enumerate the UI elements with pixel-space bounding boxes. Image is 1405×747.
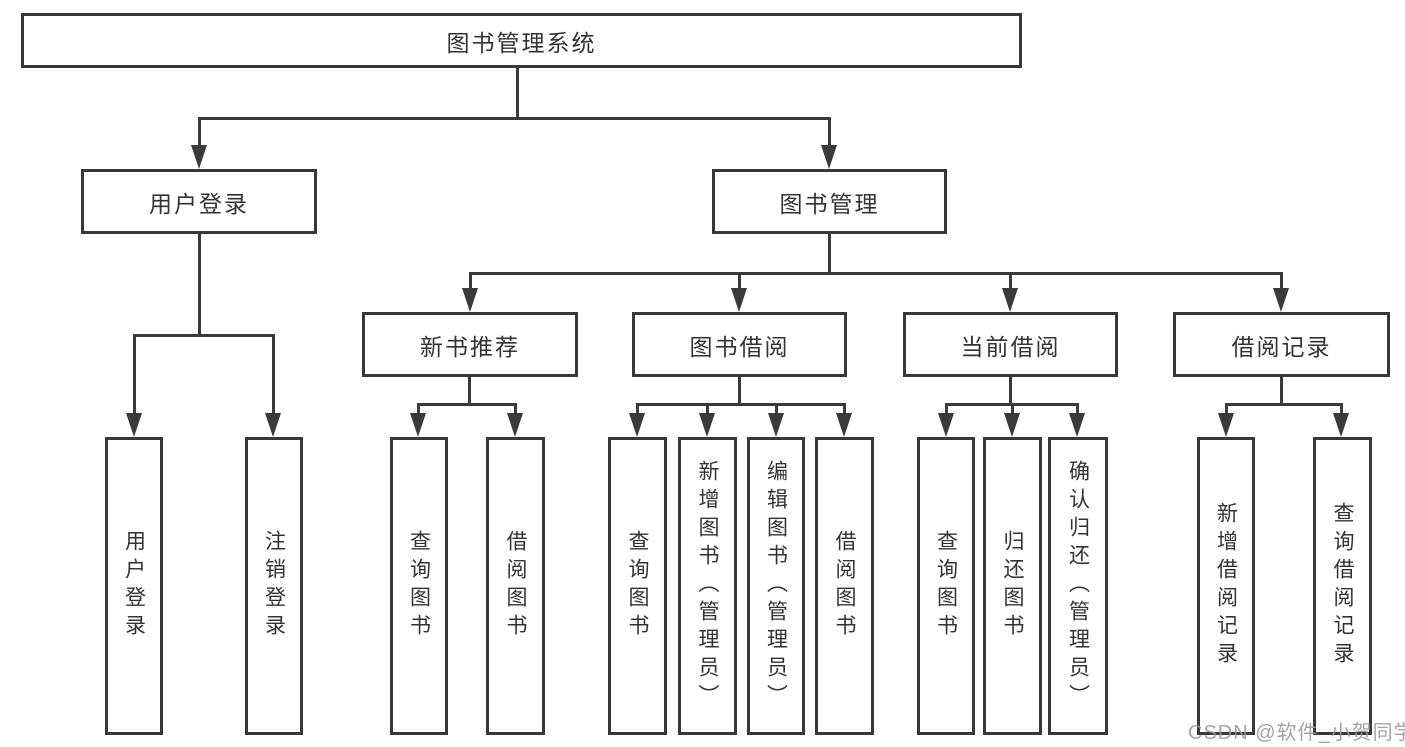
leaf-nb-borrow-books: 借阅图书	[486, 437, 545, 735]
arrowhead-icon	[126, 413, 142, 437]
arrowhead-icon	[410, 413, 426, 437]
arrowhead-icon	[1069, 413, 1085, 437]
leaf-nb-query-books-label: 查询图书	[407, 530, 431, 642]
arrowhead-icon	[836, 413, 852, 437]
leaf-bb-query-books: 查询图书	[608, 437, 667, 735]
connector-stem	[945, 403, 948, 415]
node-borrowing-records-label: 借阅记录	[1231, 333, 1332, 360]
connector-groupA-trunk	[468, 377, 471, 406]
arrowhead-icon	[462, 288, 478, 312]
node-root: 图书管理系统	[21, 13, 1022, 68]
arrowhead-icon	[507, 413, 523, 437]
arrowhead-icon	[1273, 288, 1289, 312]
arrowhead-icon	[768, 413, 784, 437]
leaf-cb-query-books-label: 查询图书	[934, 530, 958, 642]
node-book-management-label: 图书管理	[779, 190, 880, 217]
arrowhead-icon	[731, 288, 747, 312]
connector-groupA-rail	[418, 403, 517, 406]
connector-stem	[469, 272, 472, 290]
connector-groupC-trunk	[1009, 377, 1012, 406]
node-current-borrowing-label: 当前借阅	[960, 333, 1061, 360]
node-book-management: 图书管理	[712, 169, 947, 234]
connector-groupB-rail	[636, 403, 845, 406]
leaf-br-query-record-label: 查询借阅记录	[1331, 502, 1354, 670]
arrowhead-icon	[1218, 413, 1234, 437]
connector-stem	[738, 272, 741, 290]
connector-stem	[198, 117, 201, 147]
leaf-br-add-record: 新增借阅记录	[1197, 437, 1255, 735]
arrowhead-icon	[1002, 288, 1018, 312]
connector-stem	[1011, 403, 1014, 415]
leaf-cb-query-books: 查询图书	[917, 437, 975, 735]
leaf-bb-borrow-books-label: 借阅图书	[833, 530, 856, 642]
connector-stem	[417, 403, 420, 415]
leaf-cb-confirm-return-admin-label: 确认归还（管理员）	[1066, 460, 1090, 712]
leaf-bb-query-books-label: 查询图书	[626, 530, 649, 642]
connector-stem	[1340, 403, 1343, 415]
node-current-borrowing: 当前借阅	[903, 312, 1118, 377]
leaf-user-login-label: 用户登录	[122, 530, 146, 642]
connector-bookmgmt-trunk	[828, 234, 831, 275]
node-book-borrowing-label: 图书借阅	[689, 333, 790, 360]
leaf-br-query-record: 查询借阅记录	[1313, 437, 1372, 735]
leaf-logout: 注销登录	[245, 437, 303, 735]
arrowhead-icon	[1333, 413, 1349, 437]
node-user-login: 用户登录	[81, 169, 317, 234]
connector-stem	[1280, 272, 1283, 290]
leaf-bb-add-books-admin-label: 新增图书（管理员）	[696, 460, 719, 712]
csdn-watermark: CSDN @软件_小贺同学	[1188, 722, 1405, 744]
connector-stem	[843, 403, 846, 415]
connector-root-trunk	[516, 66, 519, 119]
connector-stem	[775, 403, 778, 415]
connector-stem	[636, 403, 639, 415]
arrowhead-icon	[938, 413, 954, 437]
arrowhead-icon	[191, 145, 207, 169]
connector-level3-rail	[469, 272, 1283, 275]
connector-groupD-rail	[1225, 403, 1343, 406]
connector-groupD-trunk	[1280, 377, 1283, 406]
leaf-bb-add-books-admin: 新增图书（管理员）	[678, 437, 737, 735]
leaf-cb-return-books-label: 归还图书	[1001, 530, 1024, 642]
leaf-bb-edit-books-admin-label: 编辑图书（管理员）	[764, 460, 788, 712]
connector-stem	[1076, 403, 1079, 415]
node-borrowing-records: 借阅记录	[1173, 312, 1390, 377]
connector-stem	[272, 334, 275, 414]
arrowhead-icon	[265, 413, 281, 437]
connector-stem	[514, 403, 517, 415]
connector-stem	[1225, 403, 1228, 415]
connector-stem	[1009, 272, 1012, 290]
connector-stem	[706, 403, 709, 415]
node-user-login-label: 用户登录	[149, 190, 249, 217]
node-root-label: 图书管理系统	[446, 29, 597, 56]
arrowhead-icon	[821, 145, 837, 169]
leaf-cb-return-books: 归还图书	[983, 437, 1042, 735]
arrowhead-icon	[1004, 413, 1020, 437]
leaf-br-add-record-label: 新增借阅记录	[1214, 502, 1238, 670]
connector-userlogin-rail	[133, 334, 275, 337]
node-new-book-recommend-label: 新书推荐	[420, 333, 520, 360]
connector-level2-rail	[198, 117, 831, 120]
node-book-borrowing: 图书借阅	[632, 312, 847, 377]
node-new-book-recommend: 新书推荐	[362, 312, 578, 377]
connector-groupB-trunk	[738, 377, 741, 406]
connector-stem	[133, 334, 136, 414]
leaf-bb-borrow-books: 借阅图书	[815, 437, 874, 735]
leaf-user-login: 用户登录	[105, 437, 163, 735]
arrowhead-icon	[699, 413, 715, 437]
leaf-bb-edit-books-admin: 编辑图书（管理员）	[747, 437, 805, 735]
arrowhead-icon	[629, 413, 645, 437]
leaf-logout-label: 注销登录	[262, 530, 286, 642]
connector-userlogin-trunk	[198, 234, 201, 337]
connector-stem	[828, 117, 831, 147]
leaf-nb-borrow-books-label: 借阅图书	[504, 530, 527, 642]
leaf-nb-query-books: 查询图书	[390, 437, 448, 735]
leaf-cb-confirm-return-admin: 确认归还（管理员）	[1048, 437, 1108, 735]
